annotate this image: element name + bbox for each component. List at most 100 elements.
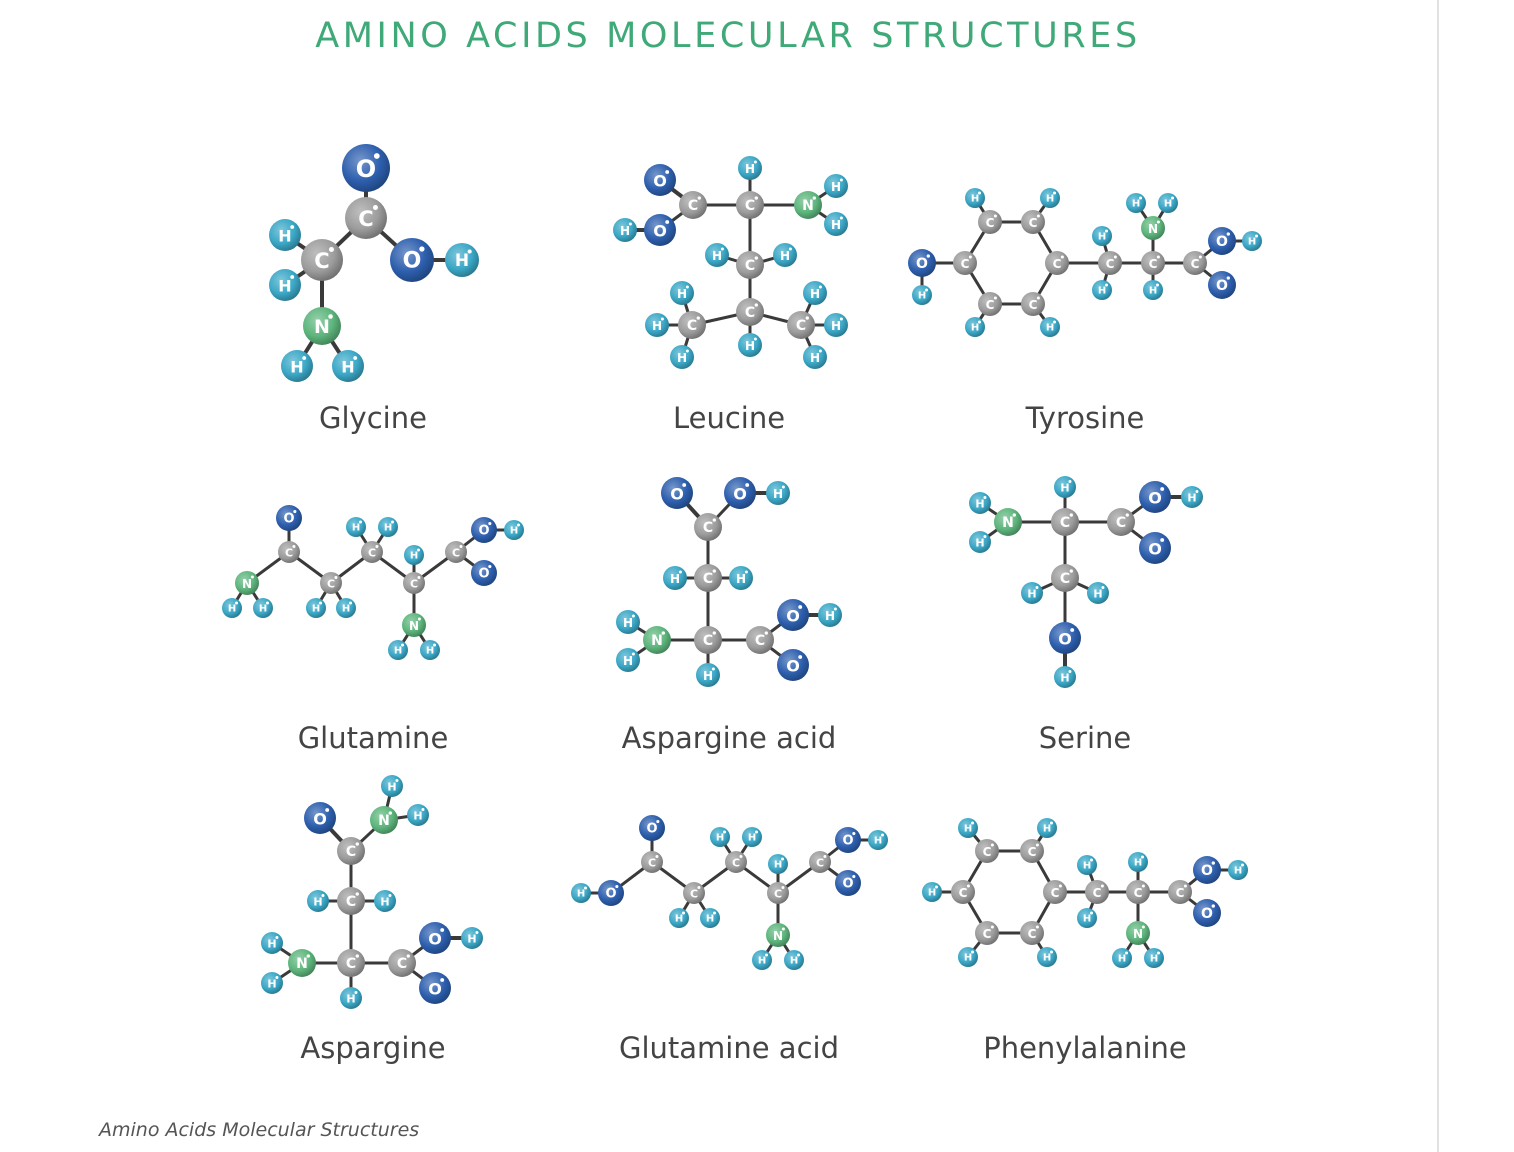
atom-h: H — [958, 947, 978, 967]
svg-text:H: H — [1164, 199, 1172, 210]
atom-o: O — [598, 880, 624, 906]
svg-text:H: H — [384, 523, 392, 534]
atom-h: H — [420, 640, 440, 660]
atom-h: H — [868, 830, 888, 850]
atom-h: H — [824, 174, 848, 198]
svg-text:O: O — [786, 657, 800, 676]
atom-c: C — [736, 298, 764, 326]
svg-text:H: H — [716, 833, 724, 844]
svg-text:H: H — [1046, 194, 1054, 205]
svg-text:H: H — [1093, 588, 1102, 601]
atom-c: C — [1051, 508, 1079, 536]
svg-text:H: H — [620, 224, 630, 238]
atom-c: C — [953, 251, 977, 275]
atom-h: H — [803, 345, 827, 369]
svg-text:N: N — [773, 929, 783, 943]
svg-text:H: H — [278, 277, 291, 296]
svg-text:N: N — [242, 577, 252, 591]
svg-text:H: H — [652, 319, 662, 333]
svg-text:O: O — [1058, 630, 1072, 649]
svg-text:C: C — [703, 520, 713, 536]
atom-n: N — [288, 949, 316, 977]
atom-h: H — [1126, 193, 1146, 213]
svg-text:H: H — [1118, 954, 1126, 965]
atom-o: O — [644, 164, 676, 196]
svg-text:N: N — [409, 619, 419, 633]
atom-n: N — [402, 613, 426, 637]
atom-h: H — [705, 243, 729, 267]
atom-c: C — [736, 191, 764, 219]
atom-h: H — [1077, 908, 1097, 928]
svg-text:H: H — [964, 824, 972, 835]
atom-h: H — [407, 804, 429, 826]
svg-text:H: H — [670, 572, 680, 586]
atom-h: H — [700, 908, 720, 928]
atom-c: C — [694, 564, 722, 592]
atom-h: H — [461, 927, 483, 949]
molecule-label-serine: Serine — [1038, 721, 1132, 755]
atom-c: C — [694, 513, 722, 541]
atom-h: H — [670, 281, 694, 305]
atom-o: O — [835, 870, 861, 896]
atom-n: N — [235, 571, 259, 595]
atom-n: N — [303, 307, 341, 345]
atom-c: C — [337, 887, 365, 915]
atom-c: C — [975, 921, 999, 945]
svg-text:H: H — [510, 526, 518, 537]
atom-o: O — [1049, 622, 1081, 654]
atom-c: C — [975, 839, 999, 863]
atom-c: C — [1141, 251, 1165, 275]
svg-text:C: C — [358, 207, 373, 231]
atom-o: O — [639, 815, 665, 841]
svg-text:H: H — [928, 888, 936, 899]
atom-c: C — [679, 191, 707, 219]
svg-text:H: H — [426, 646, 434, 657]
atom-h: H — [404, 545, 424, 565]
svg-text:C: C — [1028, 927, 1037, 941]
molecule-label-aspargine-acid: Aspargine acid — [621, 721, 837, 755]
atom-n: N — [766, 923, 790, 947]
atom-c: C — [1021, 210, 1045, 234]
svg-text:N: N — [1133, 927, 1143, 941]
atom-c: C — [951, 880, 975, 904]
svg-text:O: O — [1148, 540, 1162, 559]
svg-text:H: H — [1060, 672, 1069, 685]
atom-h: H — [969, 531, 991, 553]
atom-h: H — [670, 345, 694, 369]
svg-text:C: C — [1053, 257, 1062, 271]
svg-text:O: O — [356, 155, 376, 183]
svg-text:O: O — [478, 567, 489, 582]
atom-c: C — [1043, 880, 1067, 904]
svg-text:N: N — [651, 633, 663, 649]
atom-h: H — [969, 492, 991, 514]
atom-c: C — [641, 851, 663, 873]
atom-h: H — [1040, 317, 1060, 337]
svg-text:O: O — [786, 607, 800, 626]
atom-h: H — [1077, 855, 1097, 875]
atom-h: H — [269, 219, 301, 251]
svg-text:H: H — [677, 351, 687, 365]
svg-text:H: H — [342, 604, 350, 615]
svg-text:O: O — [283, 512, 294, 527]
atom-o: O — [419, 922, 451, 954]
atom-c: C — [1107, 508, 1135, 536]
atom-h: H — [1143, 280, 1163, 300]
svg-text:H: H — [1187, 492, 1196, 505]
svg-text:H: H — [346, 993, 355, 1006]
svg-text:H: H — [623, 616, 633, 630]
svg-text:H: H — [971, 194, 979, 205]
svg-text:O: O — [1201, 863, 1213, 879]
svg-text:H: H — [773, 487, 783, 501]
svg-text:O: O — [670, 485, 684, 504]
svg-text:C: C — [961, 257, 970, 271]
atom-o: O — [908, 249, 936, 277]
atom-c: C — [278, 541, 300, 563]
svg-text:H: H — [387, 781, 396, 794]
atom-c: C — [694, 626, 722, 654]
atom-c: C — [978, 292, 1002, 316]
svg-text:H: H — [874, 836, 882, 847]
